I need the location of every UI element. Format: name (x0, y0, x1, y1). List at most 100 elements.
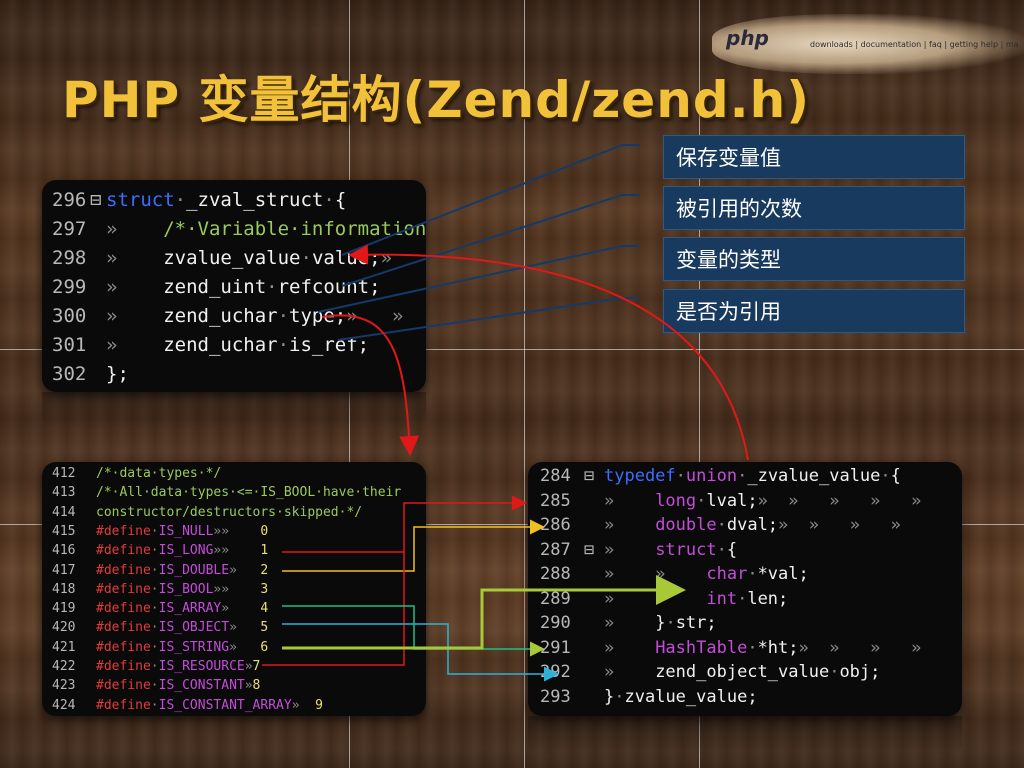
code-token: IS_RESOURCE (158, 659, 245, 674)
code-token: · (829, 662, 840, 682)
panel-reflection (42, 392, 426, 428)
code-token: #define (96, 601, 151, 617)
line-number: 413 (52, 485, 76, 501)
code-text: #define·IS_BOOL»» 3 (96, 580, 268, 599)
code-token: lval; (706, 490, 758, 511)
code-token: » (604, 613, 656, 633)
code-token: len; (747, 588, 789, 609)
line-number: 417 (52, 562, 76, 578)
code-text: #define·IS_STRING» 6 (96, 638, 268, 657)
code-token: · (665, 613, 676, 633)
code-line: 299» zend_uint·refcount; (42, 273, 426, 302)
code-line: 416#define·IS_LONG»» 1 (42, 541, 426, 560)
code-text: » }·str; (604, 611, 717, 636)
code-line: 293}·zvalue_value; (528, 685, 962, 710)
code-token: double (655, 515, 717, 535)
code-token: »» (213, 523, 230, 539)
line-number: 287 (540, 539, 571, 560)
slide-title: PHP 变量结构(Zend/zend.h) (62, 71, 811, 129)
code-text: » double·dval;» » » » (604, 513, 901, 538)
fold-icon[interactable]: ⊟ (584, 539, 595, 560)
code-token: · (880, 466, 891, 486)
zval-struct-code-panel: 296⊟struct·_zval_struct·{297» /*·Variabl… (42, 180, 426, 392)
code-line: 284⊟typedef·union·_zvalue_value·{ (528, 464, 962, 489)
fold-icon[interactable]: ⊟ (90, 189, 102, 211)
code-token: 9 (299, 697, 323, 713)
line-number: 414 (52, 504, 76, 520)
code-line: 423#define·IS_CONSTANT»8 (42, 676, 426, 695)
code-token: IS_STRING (158, 639, 230, 655)
line-number: 424 (52, 697, 76, 713)
code-line: 288» » char·*val; (528, 562, 962, 587)
code-line: 424 #define·IS_CONSTANT_ARRAY» 9 (42, 696, 426, 715)
code-line: 415#define·IS_NULL»» 0 (42, 522, 426, 541)
code-token: IS_OBJECT (158, 620, 230, 636)
code-token: » (106, 218, 164, 240)
code-text: struct·_zval_struct·{ (106, 186, 346, 215)
code-token: IS_DOUBLE (158, 562, 230, 578)
code-token: 8 (252, 678, 261, 694)
line-number: 297 (52, 218, 87, 240)
code-token: · (277, 305, 290, 327)
code-text: #define·IS_ARRAY» 4 (96, 599, 268, 618)
code-token: 0 (229, 523, 269, 539)
code-token: · (150, 639, 159, 655)
code-text: » /*·Variable·information·*/ (106, 215, 426, 244)
line-number: 289 (540, 588, 571, 609)
code-token: #define (96, 543, 151, 559)
panel-reflection (528, 716, 962, 756)
line-number: 412 (52, 466, 76, 481)
code-token: »» (213, 581, 230, 597)
code-line: 302}; (42, 360, 426, 389)
line-number: 415 (52, 523, 76, 539)
line-number: 301 (52, 334, 87, 356)
code-token: #define (96, 523, 151, 539)
line-number: 419 (52, 601, 76, 617)
code-line: 292» zend_object_value·obj; (528, 660, 962, 685)
code-text: » » char·*val; (604, 562, 809, 587)
code-token: str; (675, 613, 717, 633)
code-token: int (706, 588, 738, 609)
code-line: 298» zvalue_value·value;» » (42, 244, 426, 273)
line-number: 420 (52, 620, 76, 636)
code-token: · (716, 539, 727, 560)
line-number: 422 (52, 659, 76, 674)
code-token: · (266, 276, 278, 298)
code-token: · (150, 697, 159, 713)
code-token: #define (96, 639, 151, 655)
code-token: » (604, 662, 656, 682)
fold-icon[interactable]: ⊟ (584, 466, 595, 486)
code-token: IS_ARRAY (158, 601, 222, 617)
line-number: 293 (540, 686, 571, 707)
code-token: · (150, 581, 159, 597)
code-token: » (221, 601, 230, 617)
code-token: » (244, 659, 253, 674)
code-token: » (604, 515, 656, 535)
code-token: zend_uchar (163, 305, 278, 327)
code-text: » zvalue_value·value;» » (106, 244, 426, 273)
code-line: 289» » int·len; (528, 587, 962, 612)
code-token: 4 (229, 601, 269, 617)
code-token: /*·All·data·types·<=·IS_BOOL·have·their (96, 485, 402, 501)
code-line: 286» double·dval;» » » » (528, 513, 962, 538)
code-text: #define·IS_DOUBLE» 2 (96, 561, 268, 580)
line-number: 421 (52, 639, 76, 655)
code-text: #define·IS_OBJECT» 5 (96, 618, 268, 637)
code-token: » (106, 305, 164, 327)
code-token: 5 (236, 620, 269, 636)
code-token: IS_NULL (158, 523, 214, 539)
code-token: » » » » » (757, 490, 922, 511)
code-text: » zend_uchar·is_ref; (106, 331, 369, 360)
code-token: · (150, 659, 159, 674)
code-token: IS_CONSTANT (158, 678, 245, 694)
code-token: value; (311, 247, 381, 269)
code-text: #define·IS_CONSTANT_ARRAY» 9 (96, 696, 323, 715)
code-text: /*·All·data·types·<=·IS_BOOL·have·their (96, 483, 401, 502)
code-token: { (334, 189, 347, 211)
code-token: · (696, 490, 707, 511)
code-token: » (604, 539, 656, 560)
code-text: » zend_uint·refcount; (106, 273, 381, 302)
code-token: · (737, 588, 748, 609)
code-token: · (150, 543, 159, 559)
